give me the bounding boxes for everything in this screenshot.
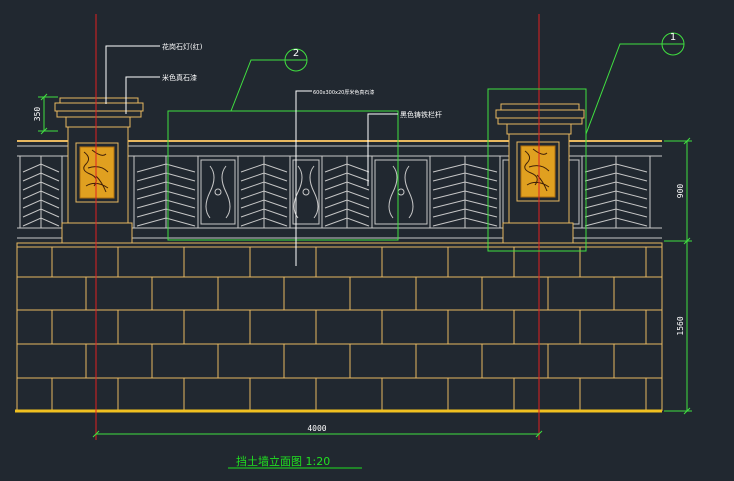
railing-chevron: [584, 181, 648, 191]
callout-railing-paint-text: 黑色铸铁栏杆: [400, 110, 442, 119]
pillar-right-base: [502, 222, 574, 244]
detail-box-2: [167, 110, 399, 241]
railing-chevron: [136, 199, 196, 209]
dim-cap-tick-top: [40, 93, 48, 101]
railing-chevron: [136, 208, 196, 218]
railing-chevron: [240, 172, 288, 182]
ornament-scroll: [388, 165, 414, 219]
railing-chevron: [324, 181, 370, 191]
railing-chevron: [240, 190, 288, 200]
stone-joints: [51, 247, 647, 411]
railing-chevron: [432, 163, 498, 173]
ornament-boss: [302, 188, 310, 196]
callout-cap-text: 花岗石灯(红): [162, 42, 203, 51]
pillar-left: [54, 97, 144, 244]
ornament-frame: [374, 159, 428, 225]
pillar-right-carving: [524, 148, 550, 192]
dim-cap-tick-bottom: [40, 127, 48, 135]
pillar-left-base: [61, 222, 133, 244]
dim-width-tick-left: [92, 430, 100, 438]
dim-right-tick-bottom: [683, 407, 691, 415]
dim-right-tick-top: [683, 137, 691, 145]
railing-chevron: [584, 190, 648, 200]
leader-railing-paint: [367, 113, 398, 186]
pillar-right-cap-base: [497, 117, 583, 125]
wall-coping: [16, 242, 663, 248]
dim-cap-text: 350: [33, 107, 42, 122]
railing-chevron: [584, 172, 648, 182]
ornament-scroll: [293, 165, 319, 219]
railing-chevron: [324, 199, 370, 209]
railing-chevron: [136, 217, 196, 227]
stone-block-wall: [16, 242, 663, 411]
railing-chevron: [240, 163, 288, 173]
railing-chevron: [22, 199, 60, 209]
railing-chevron-panels: [19, 156, 651, 228]
dim-width-tick-right: [535, 430, 543, 438]
railing-chevron: [432, 217, 498, 227]
railing-chevron: [22, 172, 60, 182]
pillar-left-carving: [83, 149, 109, 193]
pillar-left-ornament-panel: [79, 146, 115, 199]
section-marker-1-label: 1: [670, 32, 676, 43]
railing-chevron: [22, 190, 60, 200]
ornament-boss: [214, 188, 222, 196]
pillar-left-cap-base: [56, 110, 142, 118]
leader-post: [125, 76, 160, 114]
railing-chevron: [240, 217, 288, 227]
railing-chevron: [432, 181, 498, 191]
railing-chevron: [584, 163, 648, 173]
railing-chevron: [240, 208, 288, 218]
railing-chevron: [136, 163, 196, 173]
railing-chevron: [324, 190, 370, 200]
railing-chevron: [324, 217, 370, 227]
railing-chevron: [324, 172, 370, 182]
pillar-left-cap-top: [54, 102, 144, 112]
marker-2-leader: [230, 59, 285, 112]
drawing-title: 挡土墙立面图 1:20: [236, 454, 330, 468]
callout-post-text: 米色真石漆: [162, 73, 197, 82]
railing-chevron: [324, 163, 370, 173]
ornament-scroll: [205, 165, 231, 219]
detail-box-1: [487, 88, 587, 252]
railing-chevron: [584, 208, 648, 218]
railing-chevron: [136, 190, 196, 200]
pillar-left-cap-crown: [59, 97, 139, 104]
railing-chevron: [584, 199, 648, 209]
railing-chevron: [432, 208, 498, 218]
marker-1-leader: [585, 43, 662, 135]
railing-chevron: [240, 199, 288, 209]
railing-chevron: [240, 181, 288, 191]
railing-chevron: [136, 181, 196, 191]
leader-railing-spec: [295, 90, 312, 266]
dim-wall-text: 1560: [676, 316, 685, 335]
leader-cap: [105, 45, 160, 104]
railing-chevron: [22, 208, 60, 218]
railing-chevron: [22, 181, 60, 191]
callout-railing-spec-text: 600x300x20厚米色真石漆: [313, 89, 374, 96]
railing-chevron: [432, 172, 498, 182]
dim-width-text: 4000: [307, 424, 326, 433]
ornament-frame: [200, 159, 236, 225]
railing-chevron: [432, 199, 498, 209]
railing-chevron: [584, 217, 648, 227]
pillar-right-cap-top: [495, 109, 585, 119]
section-marker-2-label: 2: [293, 48, 299, 59]
stone-courses: [16, 247, 663, 411]
railing-chevron: [22, 217, 60, 227]
railing-chevron: [432, 190, 498, 200]
pillar-left-neck: [65, 116, 131, 128]
pillar-right-ornament-panel: [520, 145, 556, 198]
railing-chevron: [136, 172, 196, 182]
pillar-right-cap-crown: [500, 103, 580, 111]
dim-railing-text: 900: [676, 184, 685, 199]
dim-right-tick-mid: [683, 237, 691, 245]
ornament-frame: [292, 159, 320, 225]
railing-chevron: [22, 163, 60, 173]
railing-chevron: [324, 208, 370, 218]
